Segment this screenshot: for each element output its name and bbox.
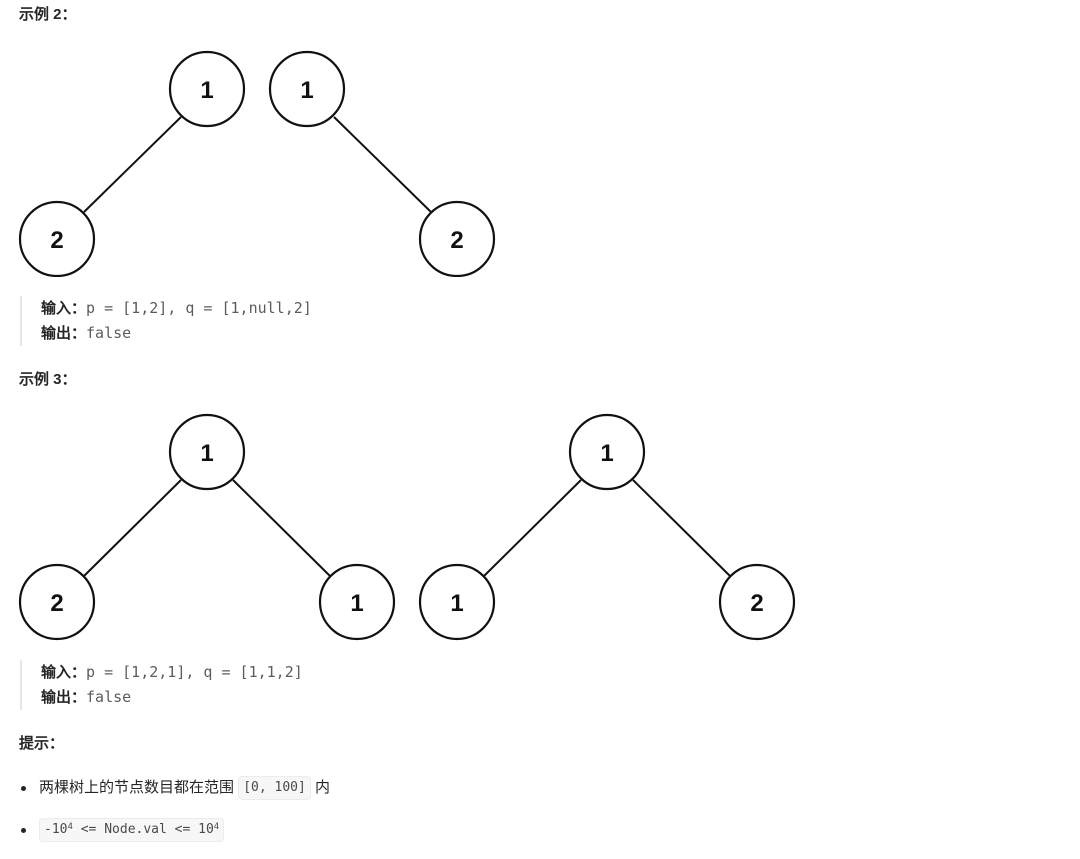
input-row: 输入：p = [1,2], q = [1,null,2] — [41, 296, 312, 321]
tree-node-value: 2 — [50, 227, 63, 254]
tree-node-value: 1 — [350, 590, 363, 617]
superscript: 4 — [213, 822, 220, 833]
hints-heading: 提示： — [19, 735, 65, 752]
output-label: 输出： — [41, 325, 87, 342]
tree-node-value: 1 — [450, 590, 463, 617]
code-text: <= Node.val <= 10 — [72, 822, 214, 838]
code-chip: -104 <= Node.val <= 104 — [39, 818, 225, 843]
output-value: false — [86, 324, 132, 342]
example-2-diagram: 1 2 1 2 — [0, 40, 497, 277]
constraint-text: 两棵树上的节点数目都在范围 — [39, 779, 235, 796]
output-label: 输出： — [41, 689, 87, 706]
output-value: false — [86, 688, 132, 706]
example-3-io-block: 输入：p = [1,2,1], q = [1,1,2] 输出：false — [20, 660, 303, 710]
example-2-heading: 示例 2： — [19, 6, 77, 23]
tree-node-value: 2 — [750, 590, 763, 617]
code-chip: [0, 100] — [238, 776, 311, 801]
input-row: 输入：p = [1,2,1], q = [1,1,2] — [41, 660, 303, 685]
example-3-heading: 示例 3： — [19, 371, 77, 388]
tree-node-value: 1 — [600, 440, 613, 467]
tree-node-value: 1 — [300, 77, 313, 104]
constraint-item: -104 <= Node.val <= 104 — [19, 817, 330, 843]
input-value: p = [1,2,1], q = [1,1,2] — [86, 663, 303, 681]
example-2-tree-svg: 1 2 1 2 — [18, 50, 496, 277]
tree-node-value: 2 — [450, 227, 463, 254]
constraints-list: 两棵树上的节点数目都在范围 [0, 100] 内 -104 <= Node.va… — [19, 775, 330, 859]
constraint-text: 内 — [314, 779, 330, 796]
bullet-icon — [21, 828, 26, 833]
input-value: p = [1,2], q = [1,null,2] — [86, 299, 312, 317]
output-row: 输出：false — [41, 321, 312, 346]
tree-node-value: 2 — [50, 590, 63, 617]
example-3-diagram: 1 2 1 1 1 2 — [0, 405, 797, 641]
input-label: 输入： — [41, 664, 87, 681]
bullet-icon — [21, 786, 26, 791]
tree-node-value: 1 — [200, 77, 213, 104]
superscript: 4 — [67, 822, 73, 833]
example-3-tree-svg: 1 2 1 1 1 2 — [18, 413, 796, 641]
example-2-io-block: 输入：p = [1,2], q = [1,null,2] 输出：false — [20, 296, 312, 346]
input-label: 输入： — [41, 300, 87, 317]
code-text: -10 — [44, 822, 68, 838]
constraint-item: 两棵树上的节点数目都在范围 [0, 100] 内 — [19, 775, 330, 801]
output-row: 输出：false — [41, 685, 303, 710]
tree-node-value: 1 — [200, 440, 213, 467]
